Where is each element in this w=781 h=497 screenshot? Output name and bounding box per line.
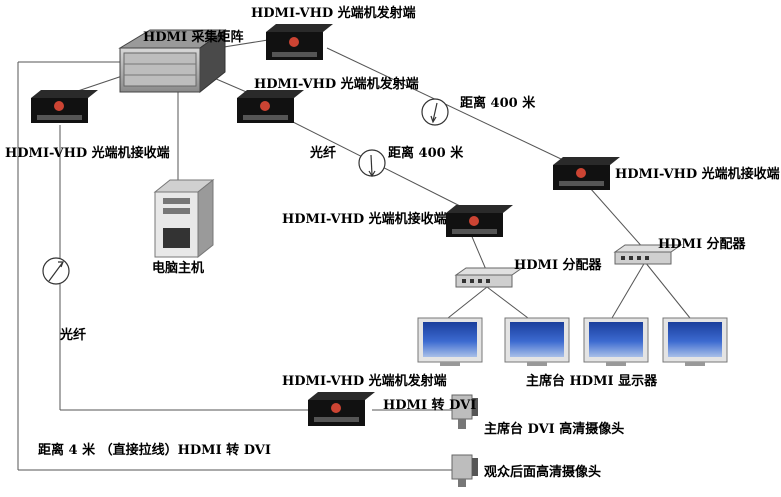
hdmi-dvi-label: HDMI 转 DVI (383, 398, 477, 413)
camera-icon (451, 454, 478, 487)
fiber-mid-label: 光纤 (310, 146, 337, 161)
fiber-coil-icon (358, 149, 386, 178)
transmitter-bottom-label: HDMI-VHD 光端机发射端 (282, 374, 447, 389)
splitter-right-label: HDMI 分配器 (658, 237, 746, 252)
monitor-icon (583, 317, 649, 366)
transmitter-mid-label: HDMI-VHD 光端机发射端 (254, 77, 419, 92)
hdmi-matrix-icon (118, 29, 227, 94)
receiver-center-label: HDMI-VHD 光端机接收端 (282, 212, 447, 227)
distance-mid-label: 距离 400 米 (388, 146, 464, 161)
transmitter-top-label: HDMI-VHD 光端机发射端 (251, 6, 416, 21)
optical-receiver-icon (553, 157, 620, 190)
distance-right-label: 距离 400 米 (460, 96, 536, 111)
receiver-right-label: HDMI-VHD 光端机接收端 (615, 167, 780, 182)
fiber-coil-icon (42, 257, 70, 285)
camera-stage-label: 主席台 DVI 高清摄像头 (484, 422, 625, 437)
monitor-icon (417, 317, 483, 366)
optical-transmitter-icon (237, 90, 304, 123)
optical-transmitter-icon (308, 392, 375, 426)
optical-transmitter-icon (266, 24, 333, 60)
splitter-center-label: HDMI 分配器 (514, 258, 602, 273)
monitor-icon (504, 317, 570, 366)
receiver-left-label: HDMI-VHD 光端机接收端 (5, 146, 170, 161)
monitor-icon (662, 317, 728, 366)
fiber-coil-icon (421, 98, 449, 126)
pc-label: 电脑主机 (152, 261, 205, 276)
displays-label: 主席台 HDMI 显示器 (526, 374, 658, 389)
matrix-label: HDMI 采集矩阵 (143, 30, 244, 45)
optical-receiver-icon (31, 90, 98, 123)
pc-tower-icon (153, 178, 215, 259)
distance-direct-label: 距离 4 米 （直接拉线）HDMI 转 DVI (38, 443, 271, 458)
fiber-left-label: 光纤 (60, 328, 87, 343)
camera-audience-label: 观众后面高清摄像头 (484, 465, 602, 480)
hdmi-splitter-icon (613, 244, 683, 265)
hdmi-splitter-icon (454, 267, 524, 288)
optical-receiver-icon (446, 205, 513, 237)
camera-icon (451, 394, 478, 429)
